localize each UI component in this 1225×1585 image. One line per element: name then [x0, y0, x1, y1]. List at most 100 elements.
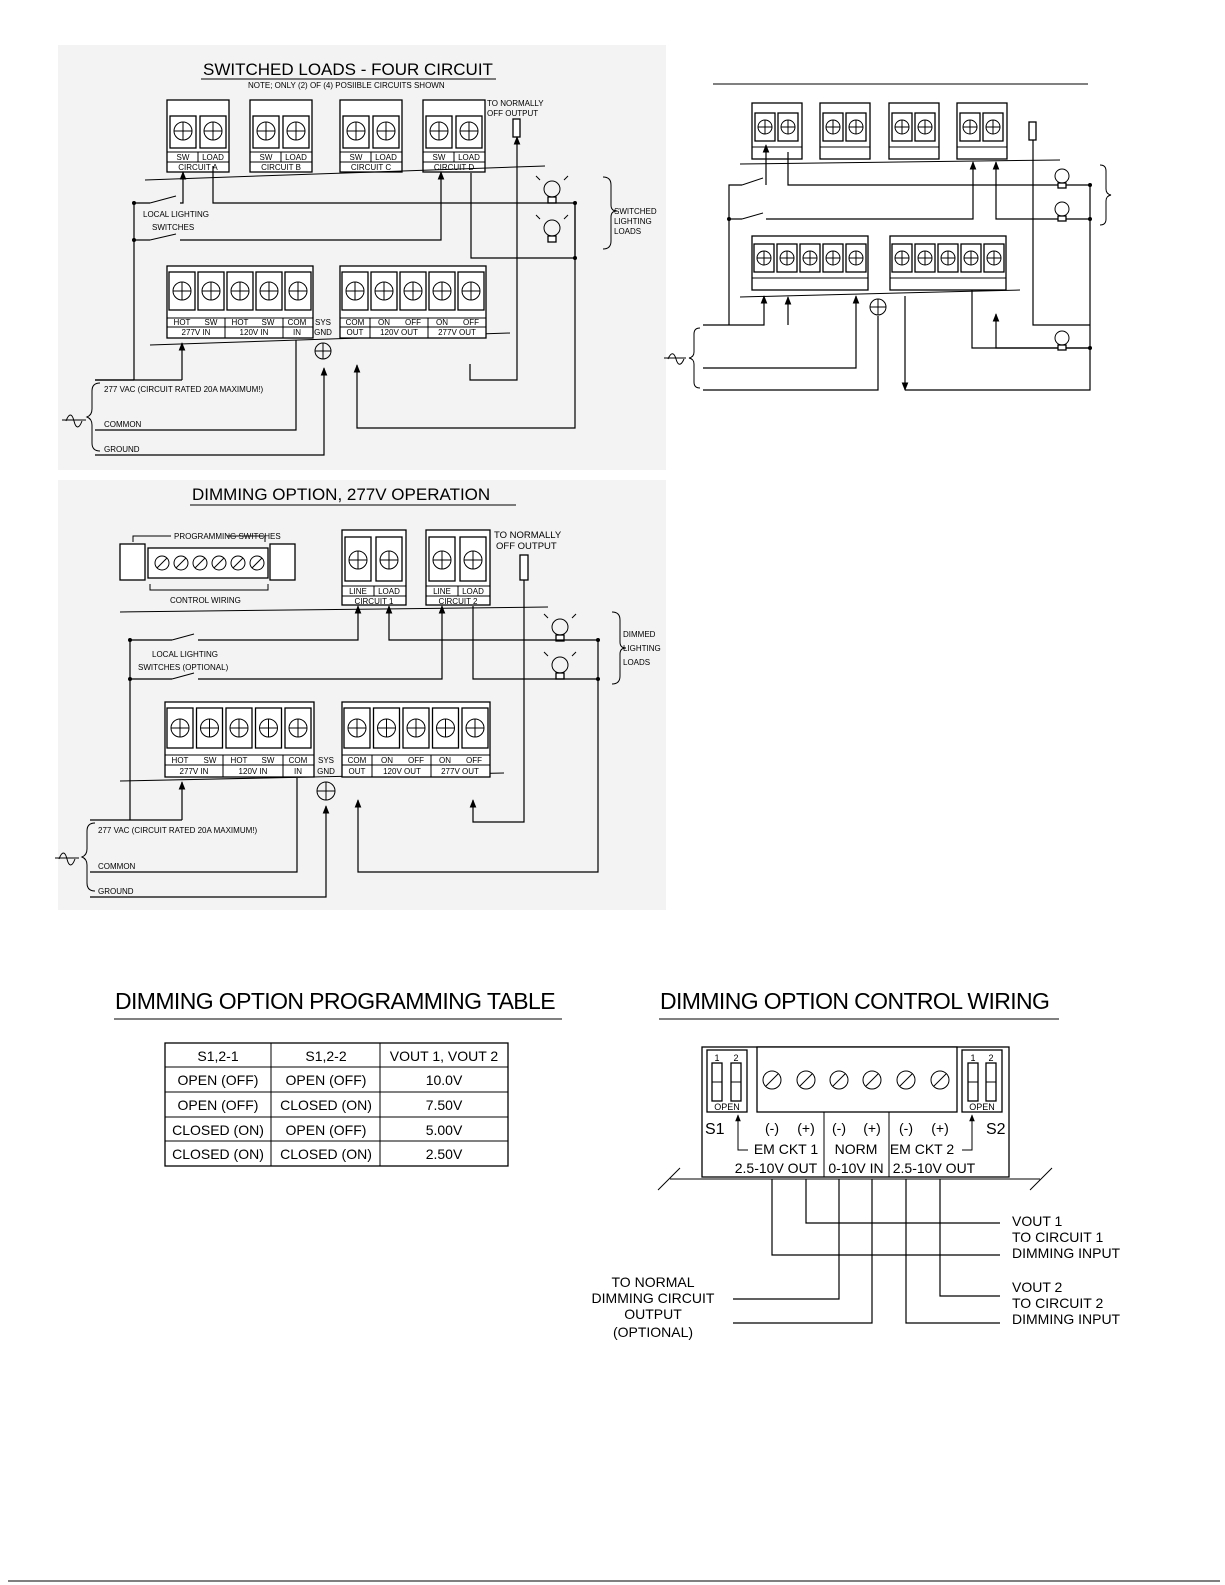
out-term-com: COM: [346, 318, 365, 327]
lamp-icon: [1054, 330, 1070, 351]
s2-label: S2: [986, 1121, 1006, 1138]
switched-supply: 277 VAC (CIRCUIT RATED 20A MAXIMUM!): [104, 385, 263, 394]
table-header-s2: S1,2-2: [305, 1048, 346, 1064]
circuit-c-t1: SW: [350, 153, 363, 162]
circuit-1-t2: LOAD: [378, 587, 400, 596]
em-ckt2-label: EM CKT 2: [890, 1141, 955, 1157]
polarity-label: (+): [797, 1120, 815, 1136]
switched-switches-line1: LOCAL LIGHTING: [143, 210, 209, 219]
ac-source-icon: [664, 353, 686, 365]
control-wiring-label: CONTROL WIRING: [170, 596, 241, 605]
circuit-terminal-block: [751, 102, 803, 160]
dim-in-group-120: 120V IN: [239, 767, 268, 776]
table-cell: CLOSED (ON): [172, 1146, 264, 1162]
circuit-2-t1: LINE: [433, 587, 451, 596]
gnd-label: GND: [314, 328, 332, 337]
s1-label: S1: [705, 1121, 725, 1138]
out-group-out: OUT: [347, 328, 364, 337]
dimmed-loads-line3: LOADS: [623, 658, 650, 667]
dim-off-output-line2: OFF OUTPUT: [496, 541, 557, 552]
circuit-a-t2: LOAD: [202, 153, 224, 162]
dim-in-term-sw2: SW: [262, 756, 275, 765]
slotted-screw-icon: [829, 1070, 849, 1090]
em-ckt2-range: 2.5-10V OUT: [893, 1160, 976, 1176]
terminal-screw-icon: [457, 271, 485, 311]
dimming-option-diagram: DIMMING OPTION, 277V OPERATION PROGRAMMI…: [55, 485, 661, 898]
lamp-icon: [1054, 201, 1070, 222]
circuit-2-t2: LOAD: [462, 587, 484, 596]
in-group-in: IN: [293, 328, 301, 337]
dim-out-term-on2: ON: [439, 756, 451, 765]
off-output-lead: [1028, 121, 1037, 141]
s2-open: OPEN: [969, 1102, 995, 1112]
in-term-sw2: SW: [262, 318, 275, 327]
circuit-b-block: SW LOAD CIRCUIT B: [249, 99, 313, 173]
polarity-label: (-): [899, 1120, 913, 1136]
s1-dip-1: 1: [714, 1053, 719, 1063]
circuit-b-t1: SW: [260, 153, 273, 162]
circuit-terminal-block: [956, 102, 1008, 160]
dim-in-group-277: 277V IN: [180, 767, 209, 776]
terminal-screw-icon: [399, 271, 427, 311]
dim-in-term-hot1: HOT: [172, 756, 189, 765]
terminal-screw-icon: [343, 707, 371, 749]
terminal-screw-icon: [254, 707, 283, 749]
switched-off-output-line2: OFF OUTPUT: [487, 109, 538, 118]
dim-out-term-com: COM: [348, 756, 367, 765]
dip-switch-s1: 1 2 OPEN: [706, 1049, 748, 1113]
dim-ground: GROUND: [98, 887, 134, 896]
out-term-off1: OFF: [405, 318, 421, 327]
table-cell: 7.50V: [426, 1097, 463, 1113]
terminal-screw-icon: [255, 271, 283, 311]
slotted-screw-icon: [154, 555, 170, 571]
out-group-120: 120V OUT: [380, 328, 418, 337]
terminal-screw-icon: [197, 271, 225, 311]
table-cell: 10.0V: [426, 1072, 463, 1088]
circuit-a-block: SW LOAD CIRCUIT A: [166, 99, 230, 173]
terminal-block: [889, 235, 1007, 291]
switched-loads-line1: SWITCHED: [614, 207, 657, 216]
out-term-on2: ON: [436, 318, 448, 327]
terminal-screw-icon: [284, 271, 312, 311]
terminal-screw-icon: [431, 707, 460, 749]
in-group-120: 120V IN: [240, 328, 269, 337]
terminal-screw-icon: [341, 271, 369, 311]
circuit-a-name: CIRCUIT A: [178, 163, 218, 172]
polarity-label: (-): [832, 1120, 846, 1136]
off-output-lead: [519, 554, 529, 581]
vout1-line3: DIMMING INPUT: [1012, 1245, 1121, 1261]
switched-switches-line2: SWITCHES: [152, 223, 194, 232]
ground-screw-icon: [869, 298, 887, 316]
terminal-screw-icon: [168, 271, 196, 311]
norm-range: 0-10V IN: [828, 1160, 883, 1176]
circuit-c-name: CIRCUIT C: [351, 163, 392, 172]
slotted-screw-icon: [862, 1070, 882, 1090]
normal-line4: (OPTIONAL): [613, 1324, 693, 1340]
terminal-screw-icon: [284, 707, 312, 749]
terminal-screw-icon: [226, 271, 254, 311]
ac-source-icon: [62, 414, 86, 428]
circuit-1-t1: LINE: [349, 587, 367, 596]
dim-in-term-sw1: SW: [204, 756, 217, 765]
table-cell: OPEN (OFF): [286, 1122, 367, 1138]
dimming-title: DIMMING OPTION, 277V OPERATION: [192, 485, 490, 504]
output-terminal-block: COM ON OFF ON OFF OUT 120V OUT 277V OUT: [339, 265, 487, 339]
slotted-screw-icon: [930, 1070, 950, 1090]
circuit-b-name: CIRCUIT B: [261, 163, 301, 172]
circuit-c-block: SW LOAD CIRCUIT C: [339, 99, 403, 173]
switched-ground: GROUND: [104, 445, 140, 454]
slotted-screw-icon: [896, 1070, 916, 1090]
vout2-line3: DIMMING INPUT: [1012, 1311, 1121, 1327]
dim-out-group-out: OUT: [349, 767, 366, 776]
table-title: DIMMING OPTION PROGRAMMING TABLE: [115, 988, 555, 1014]
table-cell: CLOSED (ON): [280, 1146, 372, 1162]
vout2-line1: VOUT 2: [1012, 1279, 1063, 1295]
ground-screw-icon: [316, 781, 336, 801]
slotted-screw-icon: [173, 555, 189, 571]
dip-switch-s2: 1 2 OPEN: [961, 1049, 1003, 1113]
ground-screw-icon: [314, 342, 332, 360]
off-output-lead: [512, 118, 521, 138]
circuit-c-t2: LOAD: [375, 153, 397, 162]
s2-dip-2: 2: [988, 1053, 993, 1063]
slotted-screw-icon: [211, 555, 227, 571]
